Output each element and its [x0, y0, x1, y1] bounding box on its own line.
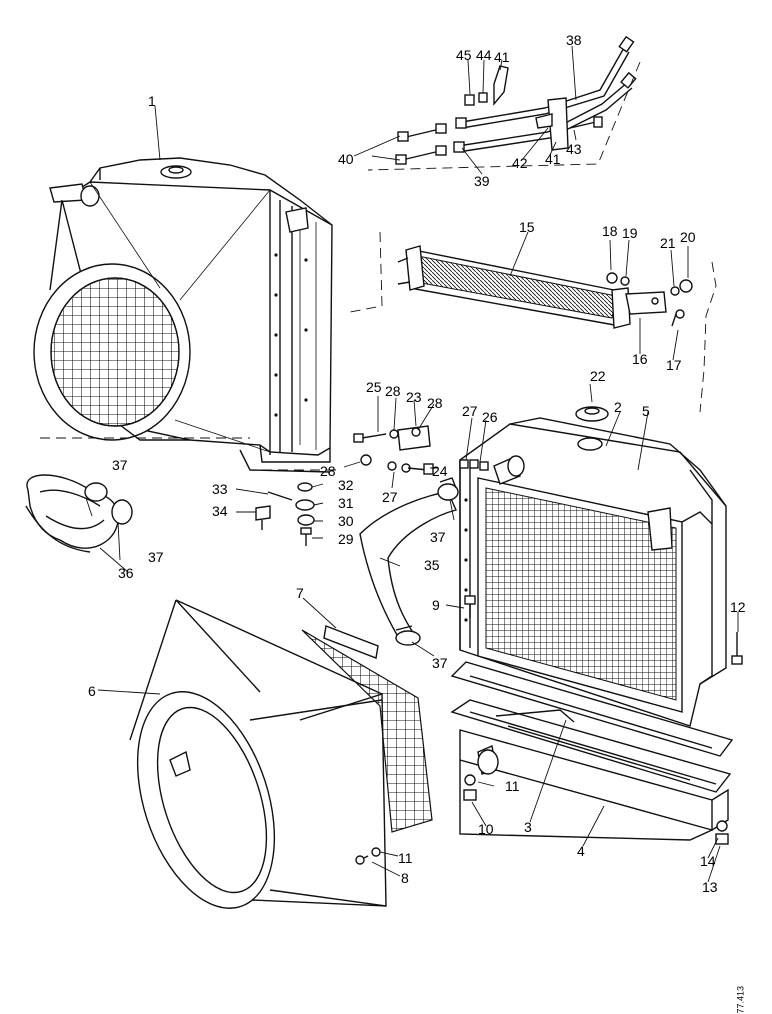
callout-37: 37 — [112, 457, 128, 473]
callout-28c: 28 — [320, 463, 336, 479]
callout-15: 15 — [519, 219, 535, 235]
callout-10: 10 — [478, 821, 494, 837]
callout-44: 44 — [476, 47, 492, 63]
callout-27: 27 — [462, 403, 478, 419]
fan-shroud — [129, 599, 433, 909]
mounting-hardware — [255, 425, 489, 546]
callout-16: 16 — [632, 351, 648, 367]
callout-37b: 37 — [148, 549, 164, 565]
hoses-and-clamps — [25, 474, 459, 646]
callout-28: 28 — [385, 383, 401, 399]
callout-36: 36 — [118, 565, 134, 581]
callout-26: 26 — [482, 409, 498, 425]
callout-labels: 1 2 3 4 5 6 7 8 9 10 11 11 12 13 14 15 1… — [88, 32, 746, 895]
callout-14: 14 — [700, 853, 716, 869]
oil-cooler — [397, 245, 693, 329]
callout-9: 9 — [432, 597, 440, 613]
callout-28b: 28 — [427, 395, 443, 411]
callout-12: 12 — [730, 599, 746, 615]
callout-37c: 37 — [430, 529, 446, 545]
callout-42: 42 — [512, 155, 528, 171]
callout-45: 45 — [456, 47, 472, 63]
callout-32: 32 — [338, 477, 354, 493]
callout-8: 8 — [401, 870, 409, 886]
callout-39: 39 — [474, 173, 490, 189]
callout-41: 41 — [494, 49, 510, 65]
oil-cooler-pipes — [395, 35, 637, 165]
callout-41b: 41 — [545, 151, 561, 167]
bottom-tank-assembly — [450, 661, 734, 845]
callout-37d: 37 — [432, 655, 448, 671]
callout-11: 11 — [505, 778, 520, 794]
fan-cowl-assembly — [33, 157, 338, 473]
callout-6: 6 — [88, 683, 96, 699]
callout-19: 19 — [622, 225, 638, 241]
callout-5: 5 — [642, 403, 650, 419]
callout-40: 40 — [338, 151, 354, 167]
callout-27b: 27 — [382, 489, 398, 505]
callout-30: 30 — [338, 513, 354, 529]
callout-7: 7 — [296, 585, 304, 601]
leader-lines — [85, 45, 739, 883]
callout-35: 35 — [424, 557, 440, 573]
callout-38: 38 — [566, 32, 582, 48]
cowl-rivets — [274, 253, 308, 417]
callout-21: 21 — [660, 235, 676, 251]
callout-23: 23 — [406, 389, 422, 405]
callout-31: 31 — [338, 495, 354, 511]
radiator-rivets — [464, 498, 468, 622]
callout-2: 2 — [614, 399, 622, 415]
callout-20: 20 — [680, 229, 696, 245]
callout-43: 43 — [566, 141, 582, 157]
callout-18: 18 — [602, 223, 618, 239]
callout-1: 1 — [148, 93, 156, 109]
callout-3: 3 — [524, 819, 532, 835]
callout-17: 17 — [666, 357, 682, 373]
radiator-assembly — [459, 406, 743, 727]
callout-24: 24 — [432, 463, 448, 479]
callout-13: 13 — [702, 879, 718, 895]
callout-34: 34 — [212, 503, 228, 519]
callout-25: 25 — [366, 379, 382, 395]
callout-33: 33 — [212, 481, 228, 497]
callout-29: 29 — [338, 531, 354, 547]
callout-4: 4 — [577, 843, 585, 859]
callout-22: 22 — [590, 368, 606, 384]
callout-11b: 11 — [398, 850, 413, 866]
